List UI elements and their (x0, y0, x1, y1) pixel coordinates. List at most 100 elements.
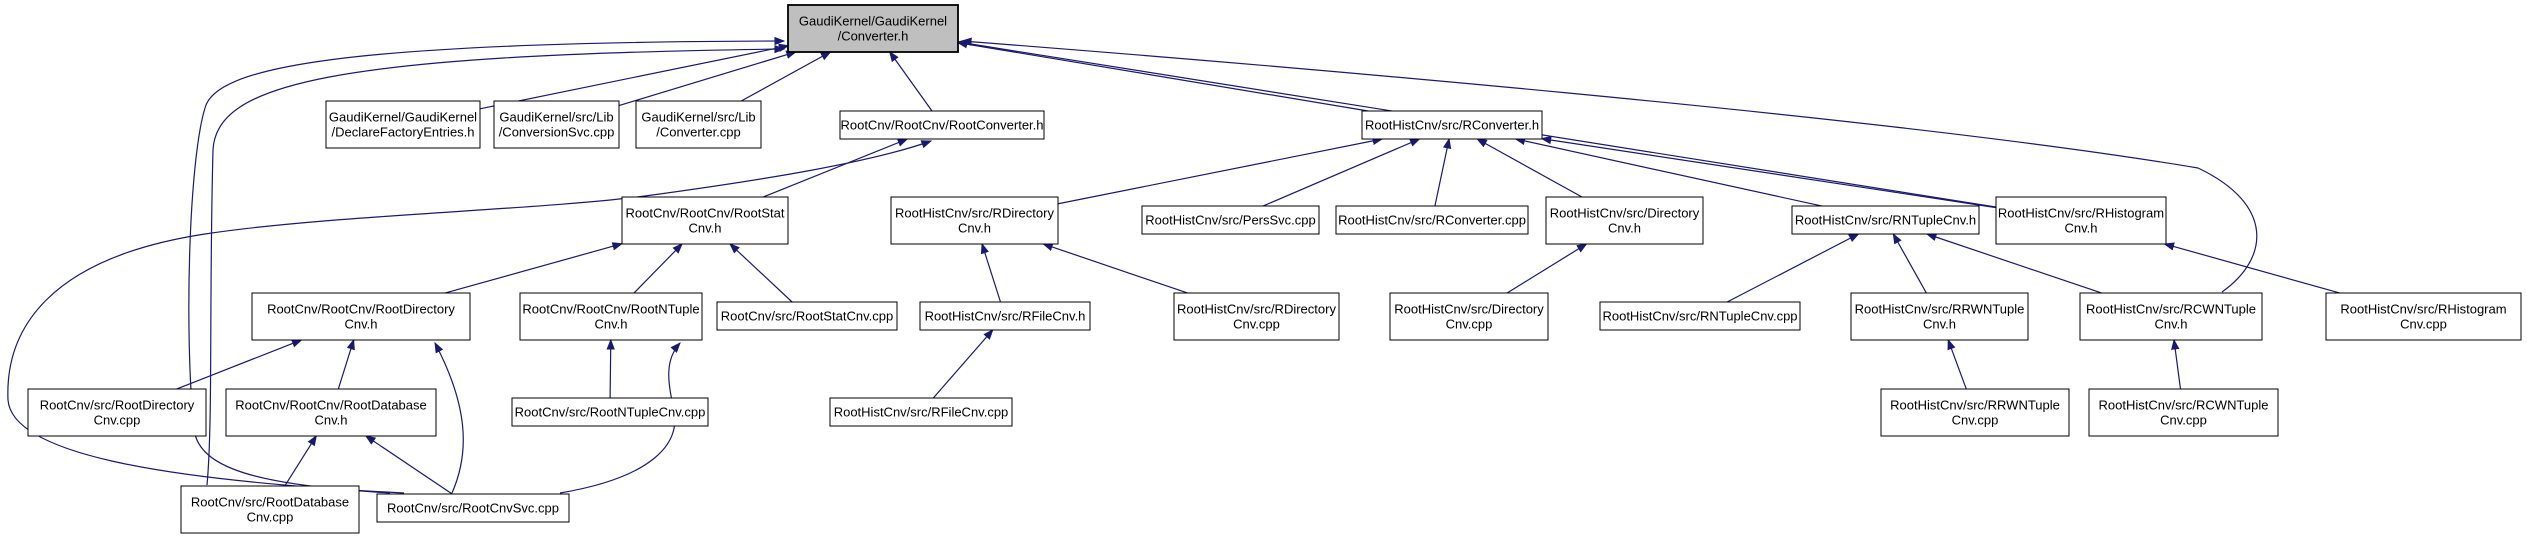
edge-rh_rhistogram_h--rh_r_converter_h (1540, 135, 1997, 209)
node-label-line: Cnv.h (2155, 317, 2188, 332)
node-label-line: Cnv.cpp (247, 510, 294, 525)
node-label-line: RootHistCnv/src/RDirectory (895, 206, 1054, 221)
node-rect[interactable] (376, 493, 570, 523)
node-rect[interactable] (27, 388, 207, 437)
node-rect[interactable] (919, 301, 1091, 331)
node-rh_rntuple_h[interactable]: RootHistCnv/src/RNTupleCnv.h (1791, 205, 1980, 235)
node-rect[interactable] (493, 100, 620, 149)
edge-rh_rrwntuple_h--rh_rntuple_h (1892, 232, 1927, 294)
node-rc_root_stat_cpp[interactable]: RootCnv/src/RootStatCnv.cpp (716, 301, 898, 331)
node-rc_root_ntuple_cpp[interactable]: RootCnv/src/RootNTupleCnv.cpp (511, 397, 709, 427)
edge-rh_rcwntuple_h--gk_converter_h (960, 37, 2258, 293)
node-rect[interactable] (635, 100, 762, 149)
edge-rh_r_file_h--rh_r_directory_h (980, 242, 1002, 303)
node-label-line: RootCnv/RootCnv/RootConverter.h (840, 118, 1043, 133)
node-label-line: GaudiKernel/GaudiKernel (329, 110, 477, 125)
edge-rc_root_cnv_svc_cpp--rc_root_converter_h (7, 140, 933, 494)
node-rect[interactable] (511, 397, 709, 427)
node-rect[interactable] (1141, 205, 1320, 235)
node-label-line: RootCnv/src/RootNTupleCnv.cpp (515, 405, 706, 420)
node-rect[interactable] (1599, 301, 1801, 331)
node-gk_declare_factory_h[interactable]: GaudiKernel/GaudiKernel/DeclareFactoryEn… (325, 100, 481, 149)
node-rh_r_file_cpp[interactable]: RootHistCnv/src/RFileCnv.cpp (829, 397, 1013, 427)
node-label-line: GaudiKernel/src/Lib (499, 110, 613, 125)
node-label-line: RootHistCnv/src/RFileCnv.cpp (834, 405, 1009, 420)
node-rect[interactable] (2325, 292, 2522, 341)
node-label-line: RootHistCnv/src/PersSvc.cpp (1145, 213, 1316, 228)
node-rect[interactable] (1361, 110, 1543, 140)
node-label-line: RootCnv/RootCnv/RootStat (626, 206, 785, 221)
node-label-line: Cnv.h (315, 413, 348, 428)
node-label-line: RootHistCnv/src/Directory (1550, 206, 1700, 221)
node-rh_r_file_h[interactable]: RootHistCnv/src/RFileCnv.h (919, 301, 1091, 331)
node-rect[interactable] (1545, 196, 1704, 245)
node-rect[interactable] (1335, 205, 1529, 235)
edge-rc_root_converter_h--gk_converter_h (889, 50, 933, 112)
node-rc_root_cnv_svc_cpp[interactable]: RootCnv/src/RootCnvSvc.cpp (376, 493, 570, 523)
node-rc_root_converter_h[interactable]: RootCnv/RootCnv/RootConverter.h (839, 110, 1045, 140)
edge-rc_root_cnv_svc_cpp--rc_root_directory_h (434, 341, 464, 494)
node-rect[interactable] (716, 301, 898, 331)
node-label-line: RootCnv/RootCnv/RootNTuple (522, 302, 699, 317)
node-label-line: Cnv.cpp (2400, 317, 2447, 332)
node-label-line: RootHistCnv/src/RNTupleCnv.h (1795, 213, 1976, 228)
node-label-line: Cnv.h (689, 221, 722, 236)
edge-rh_directory_cpp--rh_directory_h (1506, 243, 1588, 294)
node-rect[interactable] (890, 196, 1059, 245)
node-rect[interactable] (180, 485, 360, 534)
node-rh_r_converter_h[interactable]: RootHistCnv/src/RConverter.h (1361, 110, 1543, 140)
node-label-line: RootCnv/src/RootDatabase (191, 495, 349, 510)
node-rect[interactable] (225, 388, 437, 437)
node-rect[interactable] (1880, 388, 2070, 437)
node-label-line: RootHistCnv/src/RCWNTuple (2086, 302, 2256, 317)
edge-rh_rcwntuple_cpp--rh_rcwntuple_h (2171, 338, 2182, 390)
node-rect[interactable] (621, 196, 789, 245)
node-label-line: Cnv.h (958, 221, 991, 236)
node-rh_r_converter_cpp[interactable]: RootHistCnv/src/RConverter.cpp (1335, 205, 1529, 235)
node-rect[interactable] (1173, 292, 1340, 341)
node-label-line: RootHistCnv/src/RNTupleCnv.cpp (1602, 309, 1797, 324)
edge-rh_r_file_cpp--rh_r_file_h (932, 328, 994, 399)
node-label-line: RootHistCnv/src/RRWNTuple (1855, 302, 2025, 317)
node-label-line: RootHistCnv/src/RConverter.cpp (1338, 213, 1526, 228)
node-gk_converter_cpp[interactable]: GaudiKernel/src/Lib/Converter.cpp (635, 100, 762, 149)
node-rect[interactable] (1850, 292, 2029, 341)
node-rect[interactable] (2079, 292, 2263, 341)
edge-rh_rntuple_cpp--rh_rntuple_h (1726, 233, 1860, 303)
node-rh_rntuple_cpp[interactable]: RootHistCnv/src/RNTupleCnv.cpp (1599, 301, 1801, 331)
edge-rc_root_database_cpp--gk_converter_h (206, 44, 786, 486)
edge-rc_root_database_h--rc_root_directory_h (337, 338, 355, 390)
node-rect[interactable] (325, 100, 481, 149)
node-label-line: RootHistCnv/src/RConverter.h (1365, 118, 1539, 133)
node-rc_root_stat_h[interactable]: RootCnv/RootCnv/RootStatCnv.h (621, 196, 789, 245)
node-rect[interactable] (519, 292, 703, 341)
edge-gk_declare_factory_h--gk_converter_h (479, 43, 790, 110)
node-label-line: RootHistCnv/src/RCWNTuple (2099, 398, 2269, 413)
node-rect[interactable] (1995, 196, 2167, 245)
node-rect[interactable] (1791, 205, 1980, 235)
node-rect[interactable] (251, 292, 471, 341)
node-rect[interactable] (839, 110, 1045, 140)
node-rc_root_ntuple_h[interactable]: RootCnv/RootCnv/RootNTupleCnv.h (519, 292, 703, 341)
node-rect[interactable] (1389, 292, 1549, 341)
edge-rc_root_directory_cpp--rc_root_directory_h (176, 339, 303, 390)
node-rect[interactable] (829, 397, 1013, 427)
node-rect[interactable] (2088, 388, 2279, 437)
node-label-line: RootHistCnv/src/RRWNTuple (1890, 398, 2060, 413)
node-rh_pers_svc_cpp[interactable]: RootHistCnv/src/PersSvc.cpp (1141, 205, 1320, 235)
node-gk_conversion_svc_cpp[interactable]: GaudiKernel/src/Lib/ConversionSvc.cpp (493, 100, 620, 149)
